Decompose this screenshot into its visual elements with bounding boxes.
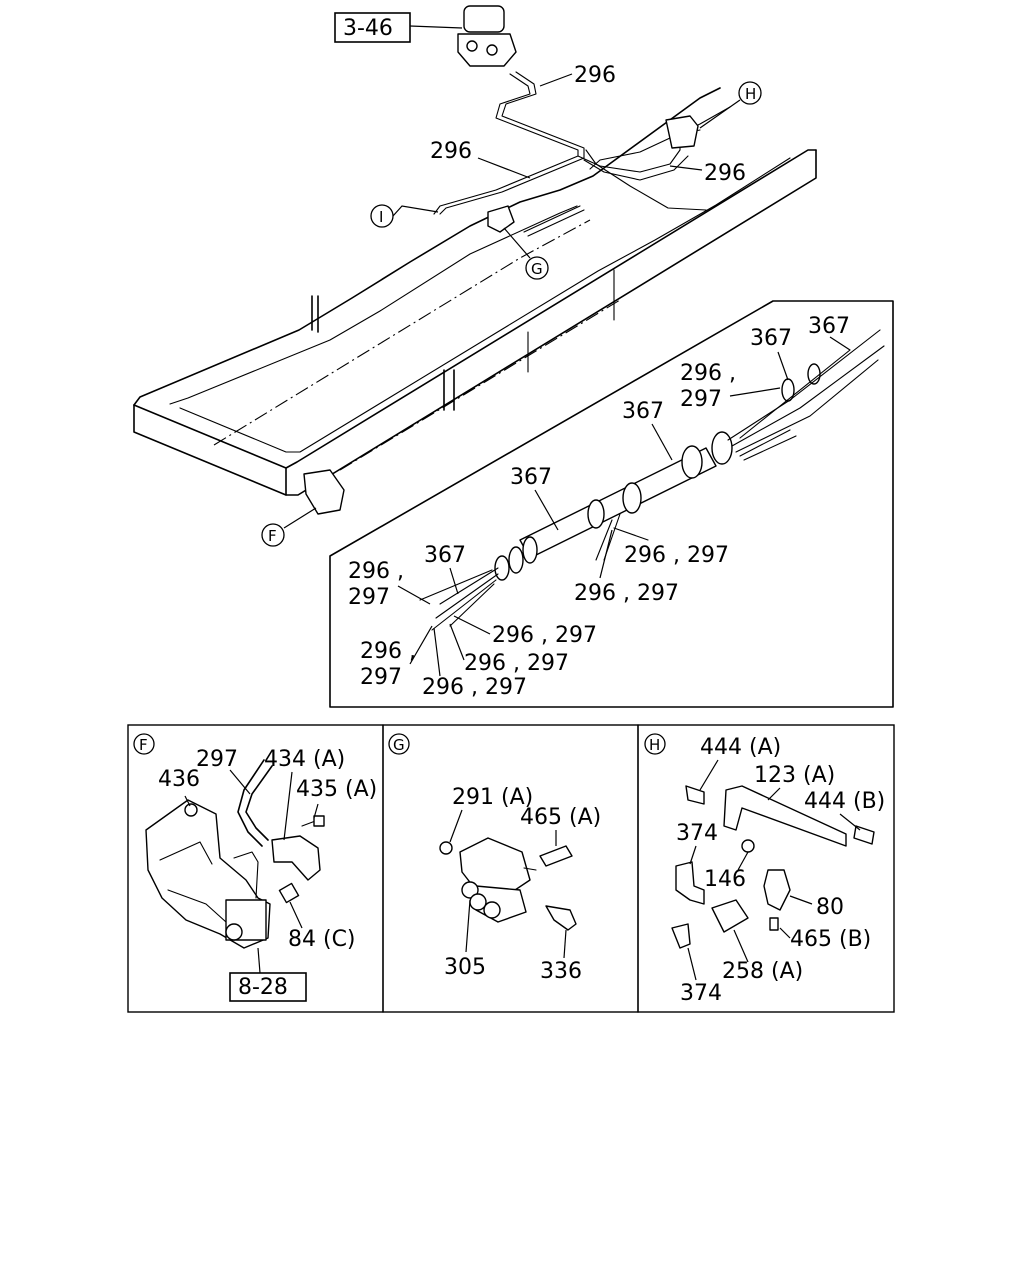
panel-f: F [133,733,325,949]
callout-296-a: 296 [574,63,616,88]
panel-g-marker: G [393,736,405,754]
harness-label-16: 296 , 297 [422,675,527,700]
panel-f-label-297: 297 [196,747,238,772]
harness-label-7: 367 [424,543,466,568]
panel-g-label-291a: 291 (A) [452,785,533,810]
harness-label-5: 367 [622,399,664,424]
panel-g-label-465a: 465 (A) [520,805,601,830]
harness-label-9: 296 , 297 [574,581,679,606]
svg-text:H: H [745,85,756,103]
panel-h-label-444a: 444 (A) [700,735,781,760]
callout-296-b: 296 [430,139,472,164]
harness-label-10: 296 , [348,559,404,584]
panel-h: H [644,733,875,949]
panel-g-label-305: 305 [444,955,486,980]
panel-h-label-374-b: 374 [680,981,722,1006]
harness-label-1: 367 [808,314,850,339]
svg-text:G: G [531,260,543,278]
svg-text:I: I [379,208,383,226]
panel-f-marker: F [139,736,148,754]
harness-label-3: 296 , [680,361,736,386]
panel-f-label-84c: 84 (C) [288,927,356,952]
panel-f-label-435a: 435 (A) [296,777,377,802]
panel-h-label-374-a: 374 [676,821,718,846]
panel-f-label-436: 436 [158,767,200,792]
callout-296-c: 296 [704,161,746,186]
panel-g: G [388,733,577,931]
panel-h-label-123a: 123 (A) [754,763,835,788]
harness-label-4: 297 [680,387,722,412]
panel-h-label-146: 146 [704,867,746,892]
harness-label-11: 297 [348,585,390,610]
harness-label-6: 367 [510,465,552,490]
panel-f-label-434a: 434 (A) [264,747,345,772]
panel-h-label-465b: 465 (B) [790,927,871,952]
panel-g-label-336: 336 [540,959,582,984]
harness-label-13: 296 , [360,639,416,664]
marker-h: H [699,81,762,129]
svg-text:F: F [268,527,277,545]
harness-label-12: 296 , 297 [492,623,597,648]
marker-f: F [261,507,317,547]
ref-box-3-46: 3-46 [343,16,393,41]
panel-h-label-80: 80 [816,895,844,920]
harness-label-14: 297 [360,665,402,690]
marker-i: I [370,204,439,228]
harness-label-8: 296 , 297 [624,543,729,568]
harness-label-2: 367 [750,326,792,351]
frame-overview [133,5,817,515]
harness-bundle [419,329,885,631]
marker-g: G [503,227,549,280]
panel-h-label-444b: 444 (B) [804,789,885,814]
panel-h-label-258a: 258 (A) [722,959,803,984]
harness-panel [329,300,894,708]
panel-h-marker: H [649,736,660,754]
ref-box-8-28: 8-28 [238,975,288,1000]
harness-label-15: 296 , 297 [464,651,569,676]
